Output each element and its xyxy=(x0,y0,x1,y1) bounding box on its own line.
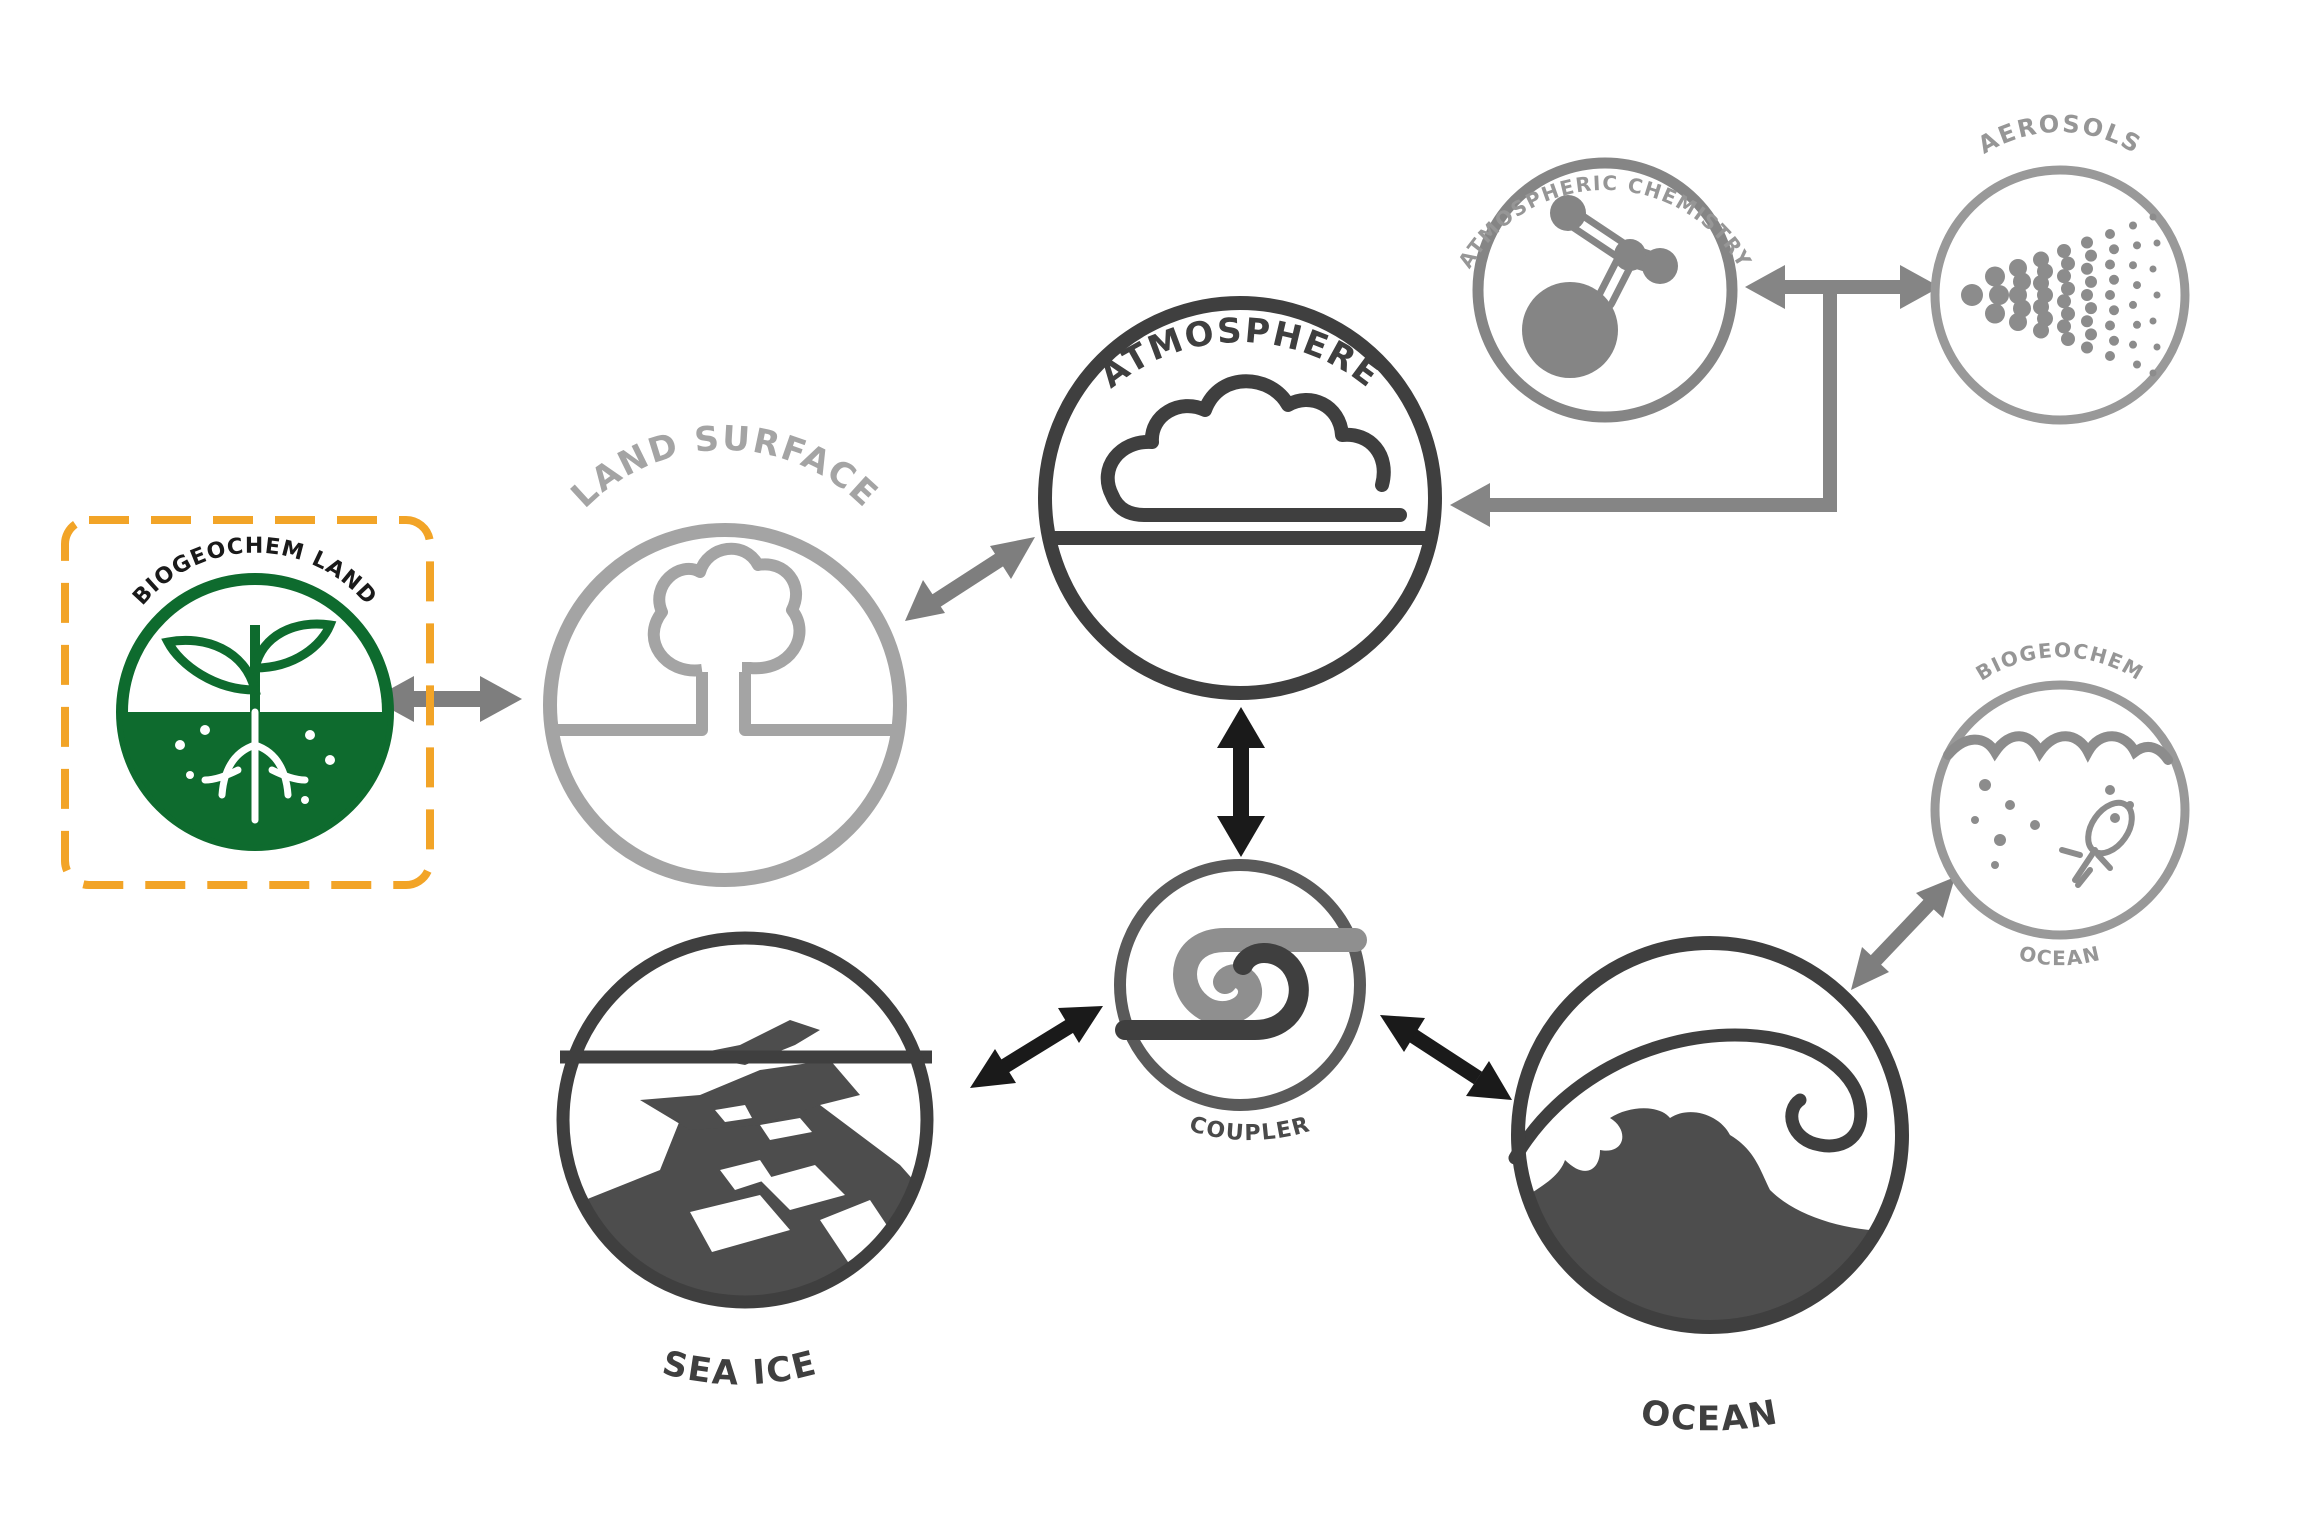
arrow-landsurface-atmosphere xyxy=(905,537,1035,621)
biogeochem-ocean-label-top: BIOGEOCHEM xyxy=(1972,638,2149,685)
aerosol-particle xyxy=(2109,305,2119,316)
aerosol-particle xyxy=(2009,313,2027,331)
ocean-label: OCEAN xyxy=(1638,1392,1782,1439)
aerosol-particle xyxy=(2009,259,2027,277)
plankton-icon xyxy=(1943,731,2173,888)
aerosol-particle xyxy=(2133,241,2141,250)
component-biogeochem-land[interactable]: BIOGEOCHEM LAND xyxy=(115,534,395,852)
aerosol-particle xyxy=(2133,320,2141,329)
aerosol-particle xyxy=(2057,294,2071,309)
arrow-chemistry-aerosols-atmosphere xyxy=(1450,265,1940,527)
aerosol-particle xyxy=(2109,244,2119,255)
aerosol-particle xyxy=(2081,315,2093,328)
aerosol-particle xyxy=(2153,291,2161,299)
aerosol-particle xyxy=(2057,319,2071,334)
aerosol-particle xyxy=(2133,360,2141,369)
molecule-icon xyxy=(1522,195,1678,378)
component-atmospheric-chemistry[interactable]: ATMOSPHERIC CHEMISTRY xyxy=(1453,157,1756,423)
component-aerosols[interactable]: AEROSOLS xyxy=(1930,110,2190,425)
connector-arrows xyxy=(372,265,1955,1100)
aerosol-particle xyxy=(2085,249,2097,262)
aerosol-particle xyxy=(2149,369,2157,377)
component-ocean[interactable]: OCEAN xyxy=(1508,936,1910,1439)
aerosol-particle xyxy=(2153,239,2161,247)
aerosol-particle xyxy=(2033,322,2049,339)
aerosol-particle xyxy=(2081,236,2093,249)
aerosol-particle xyxy=(2057,269,2071,284)
aerosol-particle xyxy=(2105,290,2115,300)
aerosol-particle xyxy=(2085,275,2097,288)
component-coupler[interactable]: COUPLER xyxy=(1114,859,1367,1146)
cloud-icon xyxy=(1048,374,1437,545)
arrow-atmosphere-coupler xyxy=(1217,707,1265,857)
aerosol-particle xyxy=(2149,317,2157,325)
aerosol-particle xyxy=(2061,256,2075,271)
aerosols-label: AEROSOLS xyxy=(1973,110,2146,160)
aerosol-particle xyxy=(2129,221,2137,230)
aerosol-particle xyxy=(2149,265,2157,273)
sprout-icon xyxy=(161,619,337,824)
aerosol-particle xyxy=(1985,266,2005,287)
aerosol-particle xyxy=(2057,244,2071,258)
aerosol-particle xyxy=(2081,341,2093,354)
highlight-dashed-box xyxy=(61,516,434,889)
wave-icon xyxy=(1520,1108,1902,1327)
aerosol-particle xyxy=(2105,320,2115,331)
aerosol-particle xyxy=(1985,303,2005,324)
tree-icon xyxy=(552,542,898,736)
swirl-icon xyxy=(1115,928,1367,1040)
component-sea-ice[interactable]: SEA ICE xyxy=(556,931,940,1394)
aerosol-particle xyxy=(2109,335,2119,346)
aerosol-particle xyxy=(2129,261,2137,270)
aerosol-particle xyxy=(2013,272,2031,291)
aerosol-particle xyxy=(2105,351,2115,361)
aerosol-particle xyxy=(2085,328,2097,341)
aerosol-particle xyxy=(2153,343,2161,351)
aerosol-particle xyxy=(2129,340,2137,349)
particles-icon xyxy=(1961,213,2161,377)
coupler-label: COUPLER xyxy=(1187,1112,1314,1146)
aerosol-particle xyxy=(2061,281,2075,296)
aerosol-particle xyxy=(2061,306,2075,321)
aerosol-particle xyxy=(2109,274,2119,285)
land-surface-label: LAND SURFACE xyxy=(564,419,887,516)
aerosol-particle xyxy=(2061,332,2075,346)
component-land-surface[interactable]: LAND SURFACE xyxy=(543,419,907,887)
aerosol-particle xyxy=(2081,262,2093,275)
aerosol-particle xyxy=(2105,229,2115,239)
aerosol-particle xyxy=(2133,281,2141,290)
arrow-coupler-seaice xyxy=(970,1006,1103,1088)
aerosol-particle xyxy=(1989,285,2009,305)
aerosol-particle xyxy=(2129,300,2137,309)
arrow-coupler-ocean xyxy=(1380,1015,1512,1100)
biogeochem-ocean-label-bottom: OCEAN xyxy=(2017,941,2103,970)
aerosol-particle xyxy=(1961,284,1983,306)
component-atmosphere[interactable]: ATMOSPHERE xyxy=(1038,296,1442,700)
arrow-ocean-bgocean xyxy=(1851,877,1955,990)
aerosol-particle xyxy=(2009,286,2027,304)
aerosol-particle xyxy=(2013,299,2031,318)
aerosol-particle xyxy=(2105,259,2115,270)
component-biogeochem-ocean[interactable]: BIOGEOCHEM OCEAN xyxy=(1930,638,2190,970)
aerosol-particle xyxy=(2085,302,2097,315)
aerosol-particle xyxy=(2149,213,2157,221)
sea-ice-label: SEA ICE xyxy=(658,1343,821,1394)
arrow-bgland-landsurface xyxy=(372,676,522,722)
aerosol-particle xyxy=(2081,289,2093,301)
